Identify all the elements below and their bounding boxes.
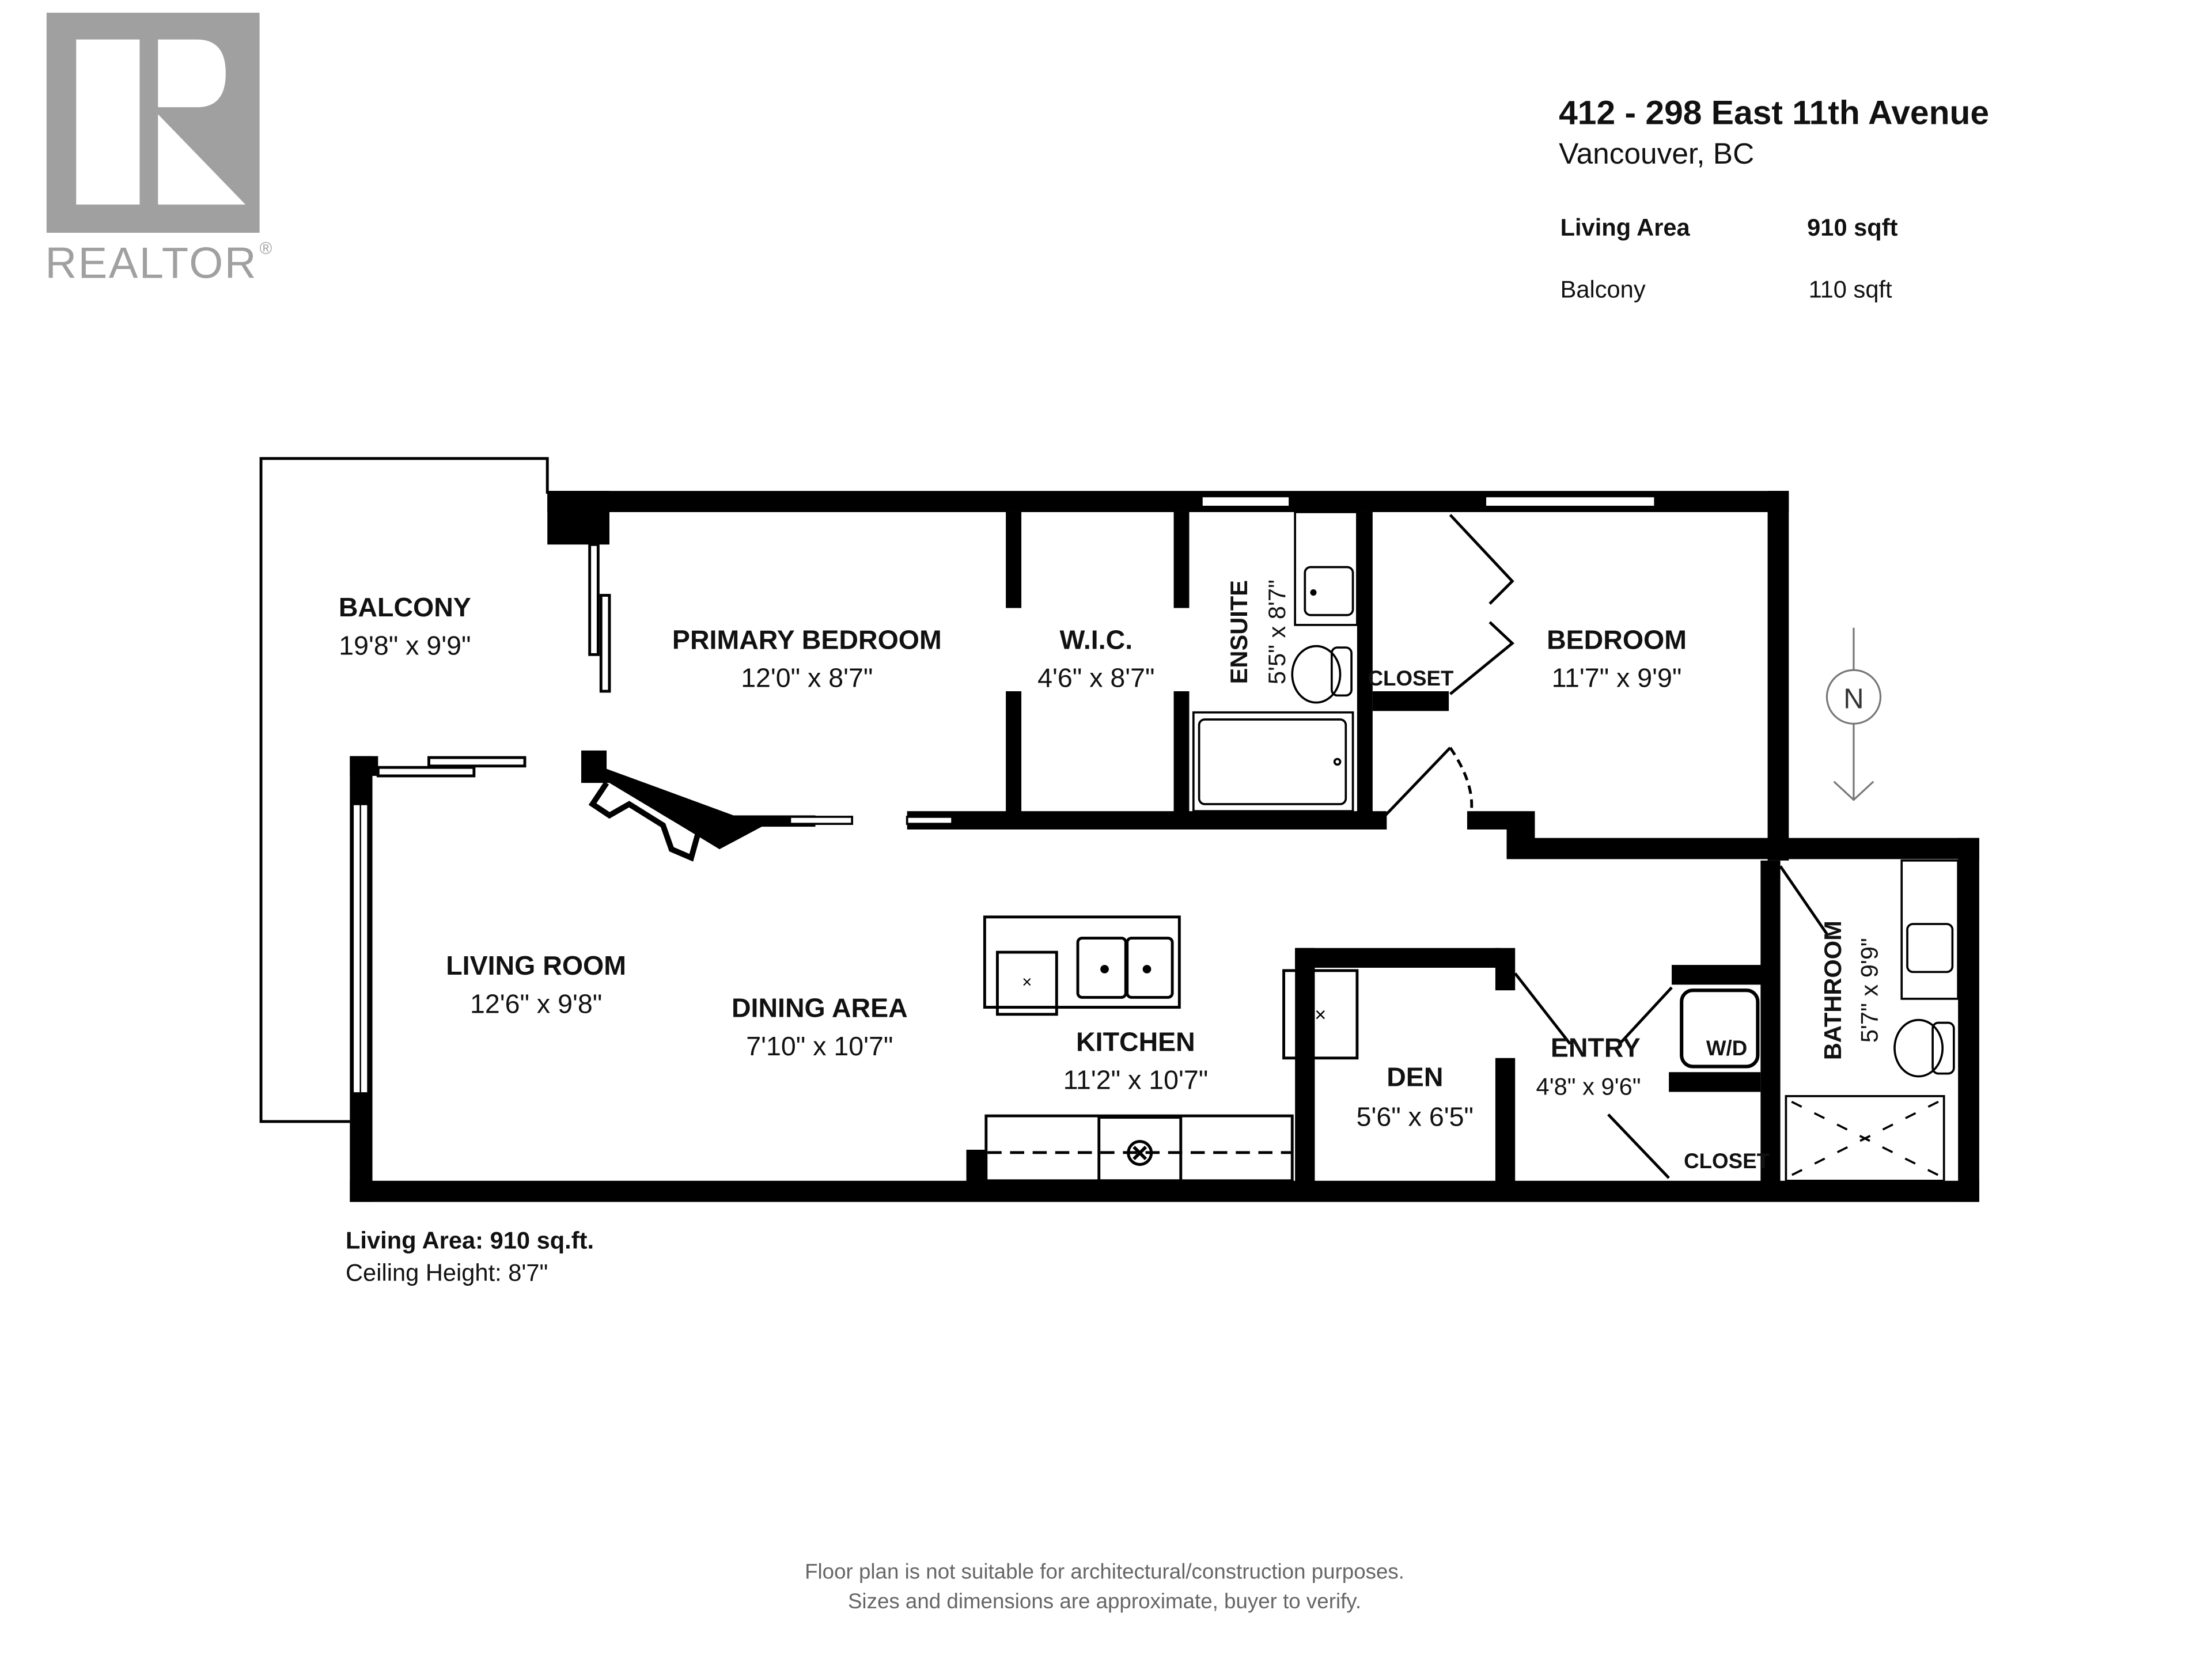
summary-living-area: Living Area: 910 sq.ft. (346, 1226, 594, 1253)
compass-letter: N (1843, 683, 1863, 714)
floor-plan: × ⊗ × (259, 457, 1979, 1202)
closet-doors-bedroom (1384, 514, 1515, 817)
kitchen-counter: ⊗ (984, 1114, 1294, 1183)
washer-dryer-icon (1680, 988, 1760, 1069)
shower-icon (1785, 1095, 1945, 1182)
svg-text:REALTOR: REALTOR (45, 238, 257, 287)
bathroom-toilet-icon (1893, 1018, 1944, 1078)
size-wic: 4'6" x 8'7" (1037, 663, 1154, 693)
stat-label-balcony: Balcony (1560, 276, 1646, 303)
svg-text:×: × (1315, 1004, 1326, 1026)
size-entry: 4'8" x 9'6" (1536, 1073, 1641, 1100)
entry-doors (1514, 865, 1828, 1179)
stat-label-living-area: Living Area (1560, 214, 1691, 241)
listing-header: 412 - 298 East 11th Avenue Vancouver, BC… (1559, 94, 1989, 303)
size-kitchen: 11'2" x 10'7" (1063, 1065, 1209, 1095)
registered-mark-icon: ® (260, 239, 272, 258)
label-balcony: BALCONY (339, 592, 471, 622)
label-wic: W.I.C. (1060, 625, 1133, 655)
svg-text:⊗: ⊗ (1123, 1130, 1156, 1174)
disclaimer-line-1: Floor plan is not suitable for architect… (805, 1559, 1404, 1583)
fridge-icon (1282, 969, 1359, 1060)
label-entry: ENTRY (1551, 1032, 1641, 1062)
sink-right-icon (1126, 937, 1174, 999)
sink-icon (1304, 566, 1354, 616)
size-ensuite: 5'5" x 8'7" (1263, 579, 1290, 684)
north-compass-icon (1825, 627, 1882, 801)
label-washer-dryer: W/D (1706, 1036, 1747, 1060)
label-dining-area: DINING AREA (732, 993, 908, 1023)
room-labels: BALCONY 19'8" x 9'9" PRIMARY BEDROOM 12'… (339, 579, 1883, 1173)
summary-ceiling-height: Ceiling Height: 8'7" (346, 1259, 548, 1286)
size-dining-area: 7'10" x 10'7" (746, 1031, 893, 1061)
label-ensuite: ENSUITE (1225, 580, 1252, 684)
label-bedroom-closet: CLOSET (1368, 666, 1454, 690)
realtor-logo: REALTOR ® (45, 13, 272, 287)
angled-wall (581, 750, 953, 862)
label-kitchen: KITCHEN (1076, 1027, 1195, 1056)
disclaimer-line-2: Sizes and dimensions are approximate, bu… (848, 1589, 1361, 1613)
size-living-room: 12'6" x 9'8" (470, 988, 602, 1018)
toilet-icon (1291, 645, 1342, 704)
sliding-door-bedroom (588, 543, 611, 693)
bathroom-vanity (1900, 859, 1960, 1000)
size-bedroom: 11'7" x 9'9" (1552, 663, 1682, 693)
city-subtitle: Vancouver, BC (1559, 137, 1754, 170)
ensuite-vanity (1294, 511, 1358, 626)
interior-walls (907, 512, 1781, 1188)
bathroom-fixtures (1785, 859, 1960, 1182)
stat-value-living-area: 910 sqft (1807, 214, 1897, 241)
label-bedroom: BEDROOM (1547, 625, 1687, 655)
size-den: 5'6" x 6'5" (1357, 1101, 1474, 1131)
label-bathroom: BATHROOM (1819, 921, 1846, 1060)
realtor-wordmark: REALTOR (45, 238, 257, 287)
label-den: DEN (1387, 1062, 1443, 1092)
cooktop-icon (1097, 1116, 1183, 1183)
balcony-outline (259, 457, 549, 1123)
address-title: 412 - 298 East 11th Avenue (1559, 94, 1989, 132)
label-primary-bedroom: PRIMARY BEDROOM (672, 625, 942, 655)
sliding-door-living (350, 756, 527, 778)
size-bathroom: 5'7" x 9'9" (1856, 938, 1883, 1043)
window-ensuite (1201, 495, 1290, 507)
label-living-room: LIVING ROOM (446, 950, 626, 980)
label-entry-closet: CLOSET (1684, 1149, 1770, 1173)
size-primary-bedroom: 12'0" x 8'7" (741, 663, 873, 693)
bathroom-sink-icon (1906, 923, 1954, 974)
size-balcony: 19'8" x 9'9" (339, 630, 471, 660)
bathtub-icon (1192, 711, 1354, 813)
dishwasher-icon (995, 950, 1058, 1016)
kitchen-island: × (983, 915, 1181, 1016)
window-bedroom (1484, 495, 1656, 507)
stat-value-balcony: 110 sqft (1809, 276, 1892, 303)
ensuite-fixtures (1192, 511, 1358, 813)
svg-text:×: × (1022, 972, 1032, 991)
